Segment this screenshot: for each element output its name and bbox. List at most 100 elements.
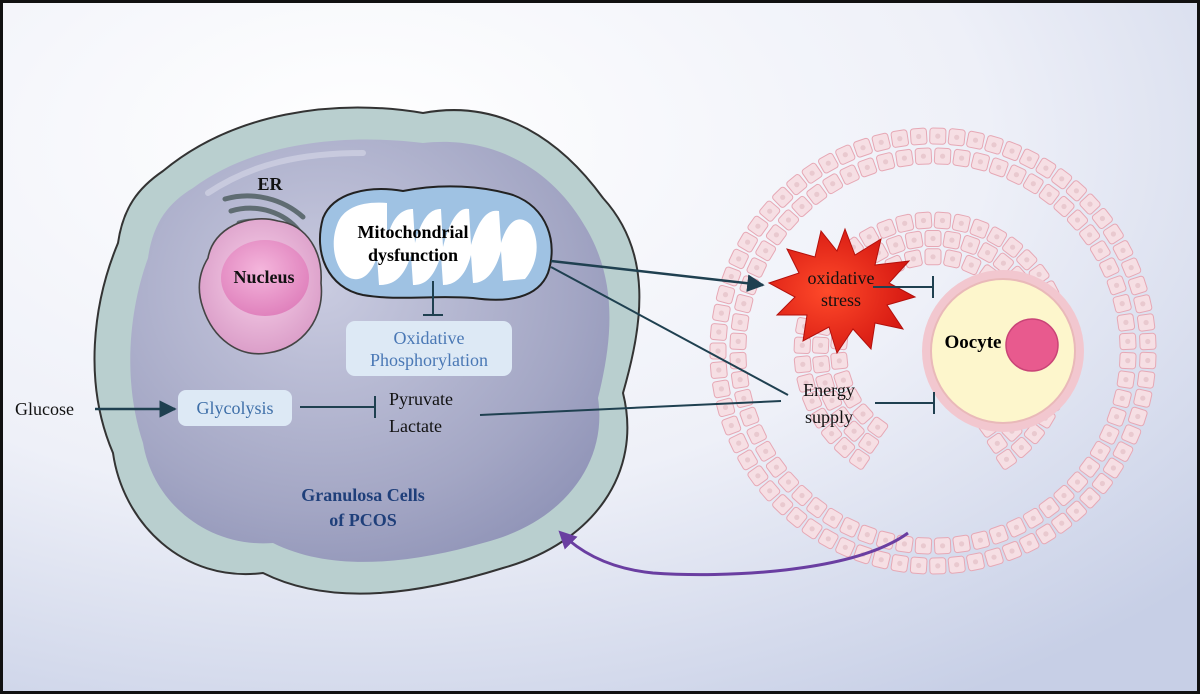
follicle-cell-nucleus (875, 424, 881, 430)
follicle-cell-nucleus (1119, 395, 1125, 401)
follicle-cell-nucleus (818, 342, 824, 348)
follicle-cell-nucleus (864, 164, 870, 170)
follicle-cell-nucleus (972, 559, 979, 565)
follicle-cell-nucleus (825, 160, 831, 166)
oxidative-stress-line2: stress (821, 290, 861, 310)
follicle-cell-nucleus (829, 431, 835, 437)
arrow-mito-to-stress (550, 259, 765, 292)
follicle-cell-nucleus (864, 532, 870, 538)
follicle-cell-nucleus (901, 155, 908, 161)
follicle-cell-nucleus (745, 239, 751, 245)
follicle-cell-nucleus (940, 153, 946, 159)
er-label: ER (257, 174, 283, 194)
follicle-cell-nucleus (718, 310, 725, 316)
follicle-cell-nucleus (1143, 376, 1149, 383)
follicle-cell-nucleus (799, 342, 805, 348)
follicle-cell-nucleus (1000, 260, 1007, 266)
follicle-cell-nucleus (1073, 188, 1079, 194)
follicle-cell-nucleus (911, 237, 917, 243)
follicle-cell-nucleus (866, 440, 872, 446)
follicle-cell-nucleus (809, 526, 815, 532)
mito-label-line2: dysfunction (368, 245, 458, 265)
follicle-cell-nucleus (755, 473, 761, 479)
follicle-cell-nucleus (785, 479, 792, 485)
follicle-cell-nucleus (1125, 338, 1131, 344)
follicle-cell-nucleus (1135, 413, 1141, 420)
follicle-cell-nucleus (842, 152, 848, 158)
follicle-cell-nucleus (741, 301, 747, 307)
follicle-cell-nucleus (893, 242, 899, 248)
follicle-cell-nucleus (901, 541, 908, 547)
follicle-cell-nucleus (839, 414, 845, 420)
follicle-cell-nucleus (722, 404, 729, 410)
follicle-cell-nucleus (1140, 395, 1146, 401)
follicle-cell-nucleus (1099, 480, 1105, 487)
follicle-cell-nucleus (1074, 479, 1081, 485)
follicle-cell-nucleus (902, 220, 908, 226)
follicle-cell-nucleus (785, 217, 792, 223)
follicle-cell-nucleus (722, 292, 729, 298)
follicle-cell-nucleus (754, 265, 760, 271)
follicle-cell-nucleus (860, 411, 866, 417)
follicle-cell-nucleus (1013, 172, 1020, 178)
follicle-cell-nucleus (949, 237, 955, 243)
follicle-cell-nucleus (1043, 531, 1049, 537)
follicle-cell-nucleus (809, 398, 815, 404)
follicle-cell-nucleus (860, 145, 866, 151)
oocyte-nucleus (1005, 318, 1059, 372)
follicle-cell-nucleus (897, 136, 903, 142)
nucleolus (221, 240, 309, 316)
follicle-cell-nucleus (1046, 191, 1052, 197)
follicle-cell-nucleus (994, 234, 1000, 240)
follicle-cell-nucleus (1003, 456, 1010, 462)
follicle-cell-nucleus (968, 262, 974, 268)
follicle-cell-nucleus (996, 532, 1002, 538)
ovarian-follicle: Oocyte (709, 127, 1157, 575)
follicle-cell-nucleus (1061, 492, 1067, 499)
follicle-cell-nucleus (716, 329, 722, 335)
follicle-cell-nucleus (780, 502, 786, 508)
follicle-cell-nucleus (883, 159, 889, 165)
follicle-cell-nucleus (735, 358, 741, 364)
follicle-cell-nucleus (1097, 248, 1103, 254)
follicle-cell-nucleus (794, 182, 800, 188)
follicle-cell-nucleus (799, 492, 805, 499)
follicle-cell-nucleus (718, 386, 725, 392)
follicle-cell-nucleus (840, 377, 847, 383)
oxphos-label-line2: Phosphorylation (370, 350, 488, 370)
follicle-cell-nucleus (767, 208, 773, 214)
follicle-cell-nucleus (1145, 338, 1151, 345)
t-bar-inhibition-icon (875, 392, 935, 414)
follicle-cell-nucleus (976, 226, 983, 232)
follicle-cell-nucleus (814, 191, 820, 197)
follicle-cell-nucleus (1123, 319, 1129, 325)
follicle-cell-nucleus (959, 541, 965, 547)
follicle-cell-nucleus (822, 380, 828, 386)
follicle-cell-nucleus (809, 170, 815, 176)
follicle-cell-nucleus (1010, 244, 1016, 250)
oxphos-label-line1: Oxidative (394, 328, 465, 348)
diagram-svg: Oocyte ER Nucleus Mitochondrial dysfunct… (3, 3, 1197, 691)
follicle-cell-nucleus (1114, 414, 1120, 420)
oocyte (930, 278, 1076, 424)
nucleus-label: Nucleus (233, 267, 294, 287)
follicle-cell-nucleus (878, 139, 884, 145)
follicle-cell-nucleus (1030, 181, 1036, 187)
follicle-cell-nucleus (1087, 201, 1093, 207)
follicle-cell-nucleus (716, 367, 722, 373)
follicle-cell-nucleus (803, 380, 809, 386)
follicle-cell-nucleus (967, 242, 973, 248)
follicle-cell-nucleus (991, 142, 997, 148)
follicle-cell-nucleus (1013, 524, 1020, 530)
follicle-cell-nucleus (920, 217, 927, 224)
follicle-cell-nucleus (746, 414, 753, 420)
follicle-cell-nucleus (916, 133, 922, 140)
follicle-cell-nucleus (935, 563, 941, 569)
follicle-cell-nucleus (1145, 357, 1151, 364)
follicle-cell-nucleus (939, 217, 946, 224)
follicle-cell-nucleus (1024, 257, 1030, 263)
line-mito-to-energy (550, 266, 789, 396)
follicle-cell-nucleus (1009, 548, 1015, 554)
follicle-cell-nucleus (1061, 203, 1067, 210)
